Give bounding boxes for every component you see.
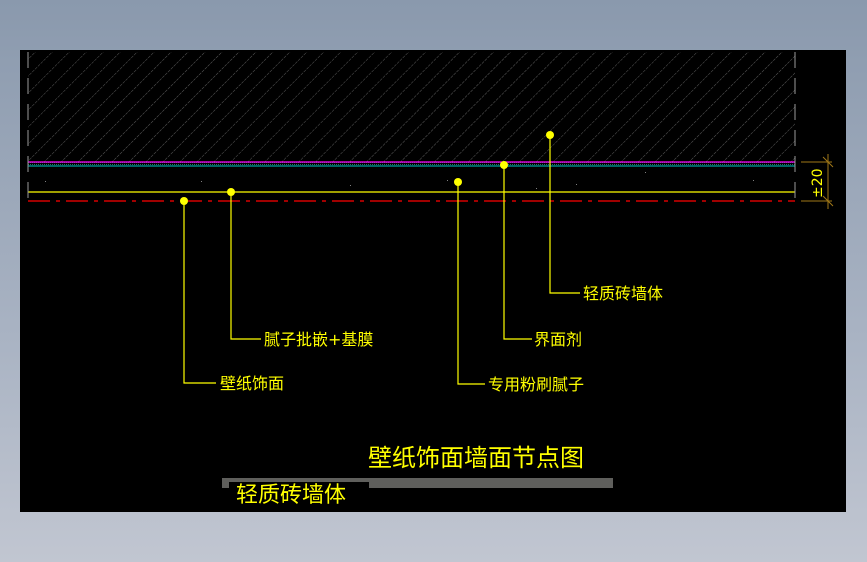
- callout-label-light-brick-wall: 轻质砖墙体: [583, 284, 664, 303]
- title-underbar: [222, 478, 613, 488]
- interface-layer-fill: [28, 162, 795, 166]
- drawing-subtitle: 轻质砖墙体: [236, 483, 347, 508]
- callout-label-wallpaper: 壁纸饰面: [220, 374, 285, 393]
- brick-wall-hatch: [28, 52, 795, 162]
- callout-leaders: [183, 135, 580, 385]
- drawing-title: 壁纸饰面墙面节点图: [368, 444, 584, 472]
- callout-label-special-putty: 专用粉刷腻子: [488, 375, 585, 394]
- callout-label-interface-agent: 界面剂: [534, 330, 583, 349]
- callout-label-putty-base: 腻子批嵌+基膜: [264, 330, 374, 349]
- plaster-specks: [45, 172, 754, 189]
- callout-dots: [180, 131, 554, 205]
- section-drawing: [27, 52, 834, 385]
- cad-drawing-canvas[interactable]: ±20 壁纸饰面 腻子批嵌+基膜 专用粉刷腻子 界面剂 轻质砖墙体 壁纸饰面墙面…: [20, 50, 846, 512]
- dimension-20: [801, 154, 834, 209]
- subtitle-mask: [229, 482, 369, 512]
- dimension-label: ±20: [810, 168, 826, 198]
